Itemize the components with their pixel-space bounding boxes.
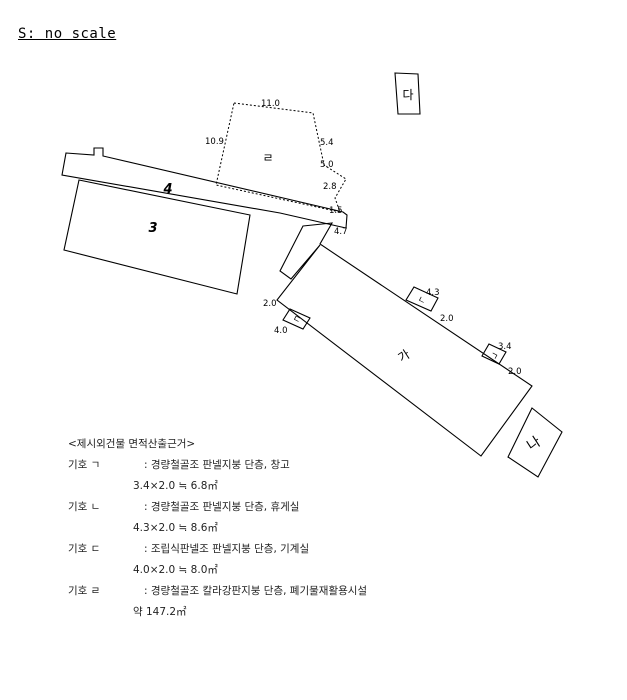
building-da-outline: [394, 72, 421, 115]
annex-nieun-outline: [405, 286, 439, 312]
building-ga-outline: [276, 222, 533, 457]
legend-desc: : 조립식판넬조 판넬지붕 단층, 기계실: [144, 543, 310, 555]
dim-rieul-r2: 5.0: [320, 160, 334, 170]
building-ga-label: 가: [396, 347, 413, 365]
legend-item: 기호 ㄱ : 경량철골조 판넬지붕 단층, 창고: [68, 455, 367, 476]
annex-giyeok-label: ㄱ: [488, 351, 500, 364]
building-4-outline: [61, 147, 348, 229]
legend-desc: : 경량철골조 판넬지붕 단층, 휴게실: [144, 501, 300, 513]
dim-rieul-r3: 2.8: [323, 182, 337, 192]
dim-digeut-h: 2.0: [263, 299, 277, 309]
building-3-outline: [63, 179, 251, 295]
dim-giyeok-w: 3.4: [498, 342, 512, 352]
building-na-label: 나: [524, 434, 544, 454]
annex-giyeok-outline: [481, 343, 507, 365]
annex-rieul-outline: [215, 102, 347, 213]
legend-calc: 약 147.2㎡: [133, 606, 187, 618]
legend-title: <제시외건물 면적산출근거>: [68, 438, 196, 450]
legend-symbol: 기호 ㄱ: [68, 459, 101, 471]
dim-nieun-w: 4.3: [426, 288, 440, 298]
dim-rieul-left: 10.9: [205, 137, 224, 147]
legend-desc: : 경량철골조 판넬지붕 단층, 창고: [144, 459, 290, 471]
dim-giyeok-h: 2.0: [508, 367, 522, 377]
dim-nieun-h: 2.0: [440, 314, 454, 324]
building-4-label: 4: [162, 182, 172, 197]
dim-rieul-r1: 5.4: [320, 138, 334, 148]
dim-digeut-w: 4.0: [274, 326, 288, 336]
legend-symbol: 기호 ㄹ: [68, 585, 101, 597]
annex-digeut-outline: [282, 308, 311, 330]
legend-symbol: 기호 ㄴ: [68, 501, 101, 513]
dim-notch: 4.7: [334, 227, 348, 237]
scale-label: S: no scale: [18, 26, 117, 42]
building-na-outline: [507, 407, 563, 478]
dim-rieul-r4: 1.5: [329, 206, 343, 216]
building-3-label: 3: [148, 221, 157, 236]
legend-item: 기호 ㄷ : 조립식판넬조 판넬지붕 단층, 기계실: [68, 539, 367, 560]
building-da-label: 다: [402, 88, 413, 102]
legend-calc: 4.0×2.0 ≒ 8.0㎡: [133, 564, 218, 576]
legend-calc: 4.3×2.0 ≒ 8.6㎡: [133, 522, 218, 534]
legend: <제시외건물 면적산출근거> 기호 ㄱ : 경량철골조 판넬지붕 단층, 창고 3…: [68, 434, 367, 623]
legend-symbol: 기호 ㄷ: [68, 543, 101, 555]
legend-desc: : 경량철골조 칼라강판지붕 단층, 폐기물재활용시설: [144, 585, 368, 597]
dim-rieul-top: 11.0: [261, 99, 280, 109]
legend-item: 기호 ㄴ : 경량철골조 판넬지붕 단층, 휴게실: [68, 497, 367, 518]
legend-item: 기호 ㄹ : 경량철골조 칼라강판지붕 단층, 폐기물재활용시설: [68, 581, 367, 602]
legend-calc: 3.4×2.0 ≒ 6.8㎡: [133, 480, 218, 492]
annex-rieul-label: ㄹ: [262, 151, 273, 165]
